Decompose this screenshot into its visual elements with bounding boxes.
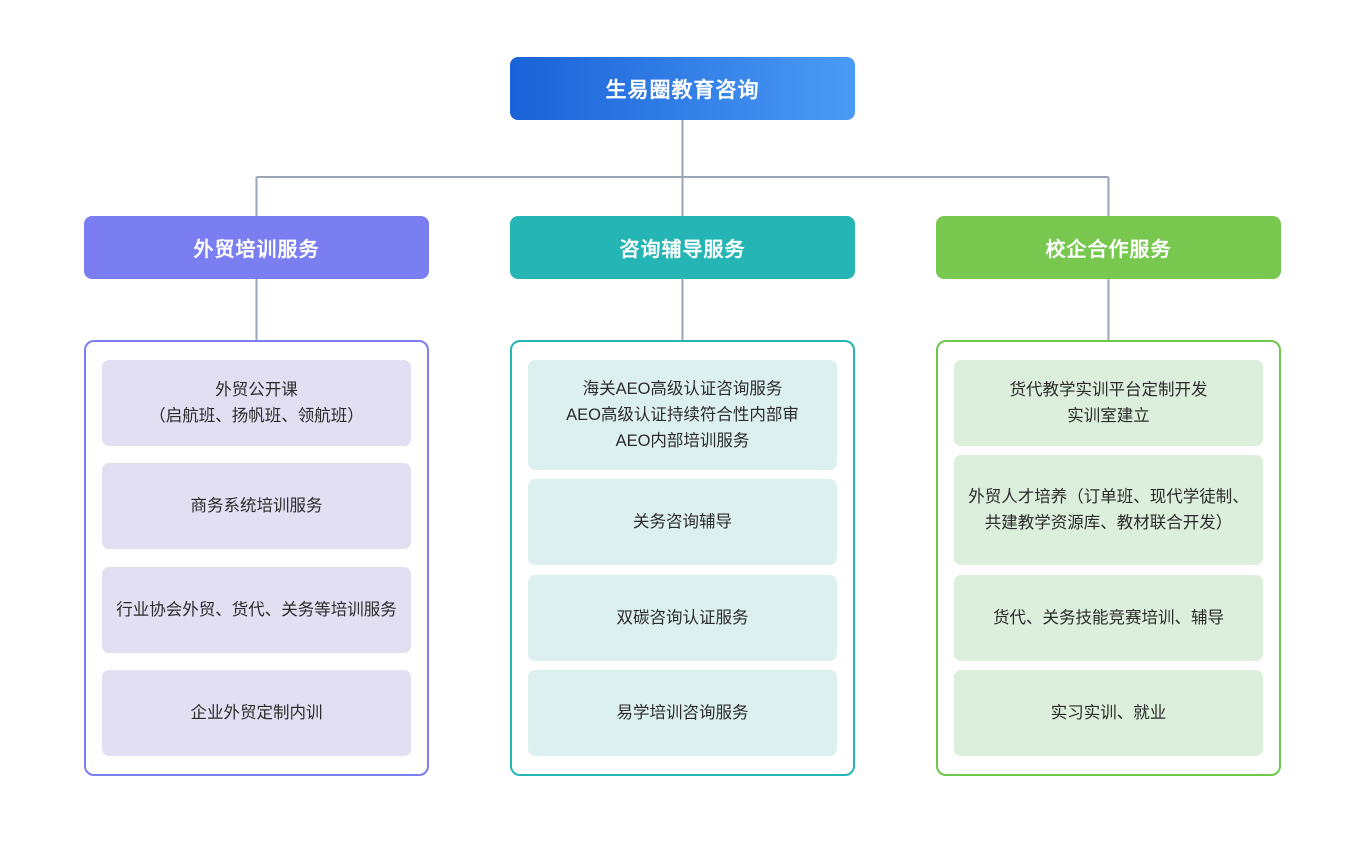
branch-header-2[interactable]: 校企合作服务 <box>936 216 1281 279</box>
branch-column-0: 外贸培训服务 外贸公开课 （启航班、扬帆班、领航班） 商务系统培训服务 行业协会… <box>84 0 429 844</box>
service-item[interactable]: 企业外贸定制内训 <box>102 669 411 756</box>
service-item[interactable]: 行业协会外贸、货代、关务等培训服务 <box>102 566 411 653</box>
branch-header-1[interactable]: 咨询辅导服务 <box>510 216 855 279</box>
service-item[interactable]: 实习实训、就业 <box>954 669 1263 756</box>
branch-column-2: 校企合作服务 货代教学实训平台定制开发 实训室建立 外贸人才培养（订单班、现代学… <box>936 0 1281 844</box>
branch-header-0[interactable]: 外贸培训服务 <box>84 216 429 279</box>
service-item[interactable]: 双碳咨询认证服务 <box>528 574 837 661</box>
service-item[interactable]: 外贸公开课 （启航班、扬帆班、领航班） <box>102 360 411 446</box>
service-item[interactable]: 海关AEO高级认证咨询服务 AEO高级认证持续符合性内部审 AEO内部培训服务 <box>528 360 837 470</box>
service-item[interactable]: 商务系统培训服务 <box>102 463 411 550</box>
service-item[interactable]: 易学培训咨询服务 <box>528 669 837 756</box>
branch-body-0: 外贸公开课 （启航班、扬帆班、领航班） 商务系统培训服务 行业协会外贸、货代、关… <box>84 340 429 776</box>
service-item[interactable]: 货代教学实训平台定制开发 实训室建立 <box>954 360 1263 446</box>
service-item[interactable]: 外贸人才培养（订单班、现代学徒制、共建教学资源库、教材联合开发） <box>954 455 1263 566</box>
branch-body-2: 货代教学实训平台定制开发 实训室建立 外贸人才培养（订单班、现代学徒制、共建教学… <box>936 340 1281 776</box>
branch-column-1: 咨询辅导服务 海关AEO高级认证咨询服务 AEO高级认证持续符合性内部审 AEO… <box>510 0 855 844</box>
branch-body-1: 海关AEO高级认证咨询服务 AEO高级认证持续符合性内部审 AEO内部培训服务 … <box>510 340 855 776</box>
root-node[interactable]: 生易圈教育咨询 <box>510 57 855 120</box>
service-item[interactable]: 关务咨询辅导 <box>528 479 837 566</box>
service-item[interactable]: 货代、关务技能竞赛培训、辅导 <box>954 574 1263 661</box>
